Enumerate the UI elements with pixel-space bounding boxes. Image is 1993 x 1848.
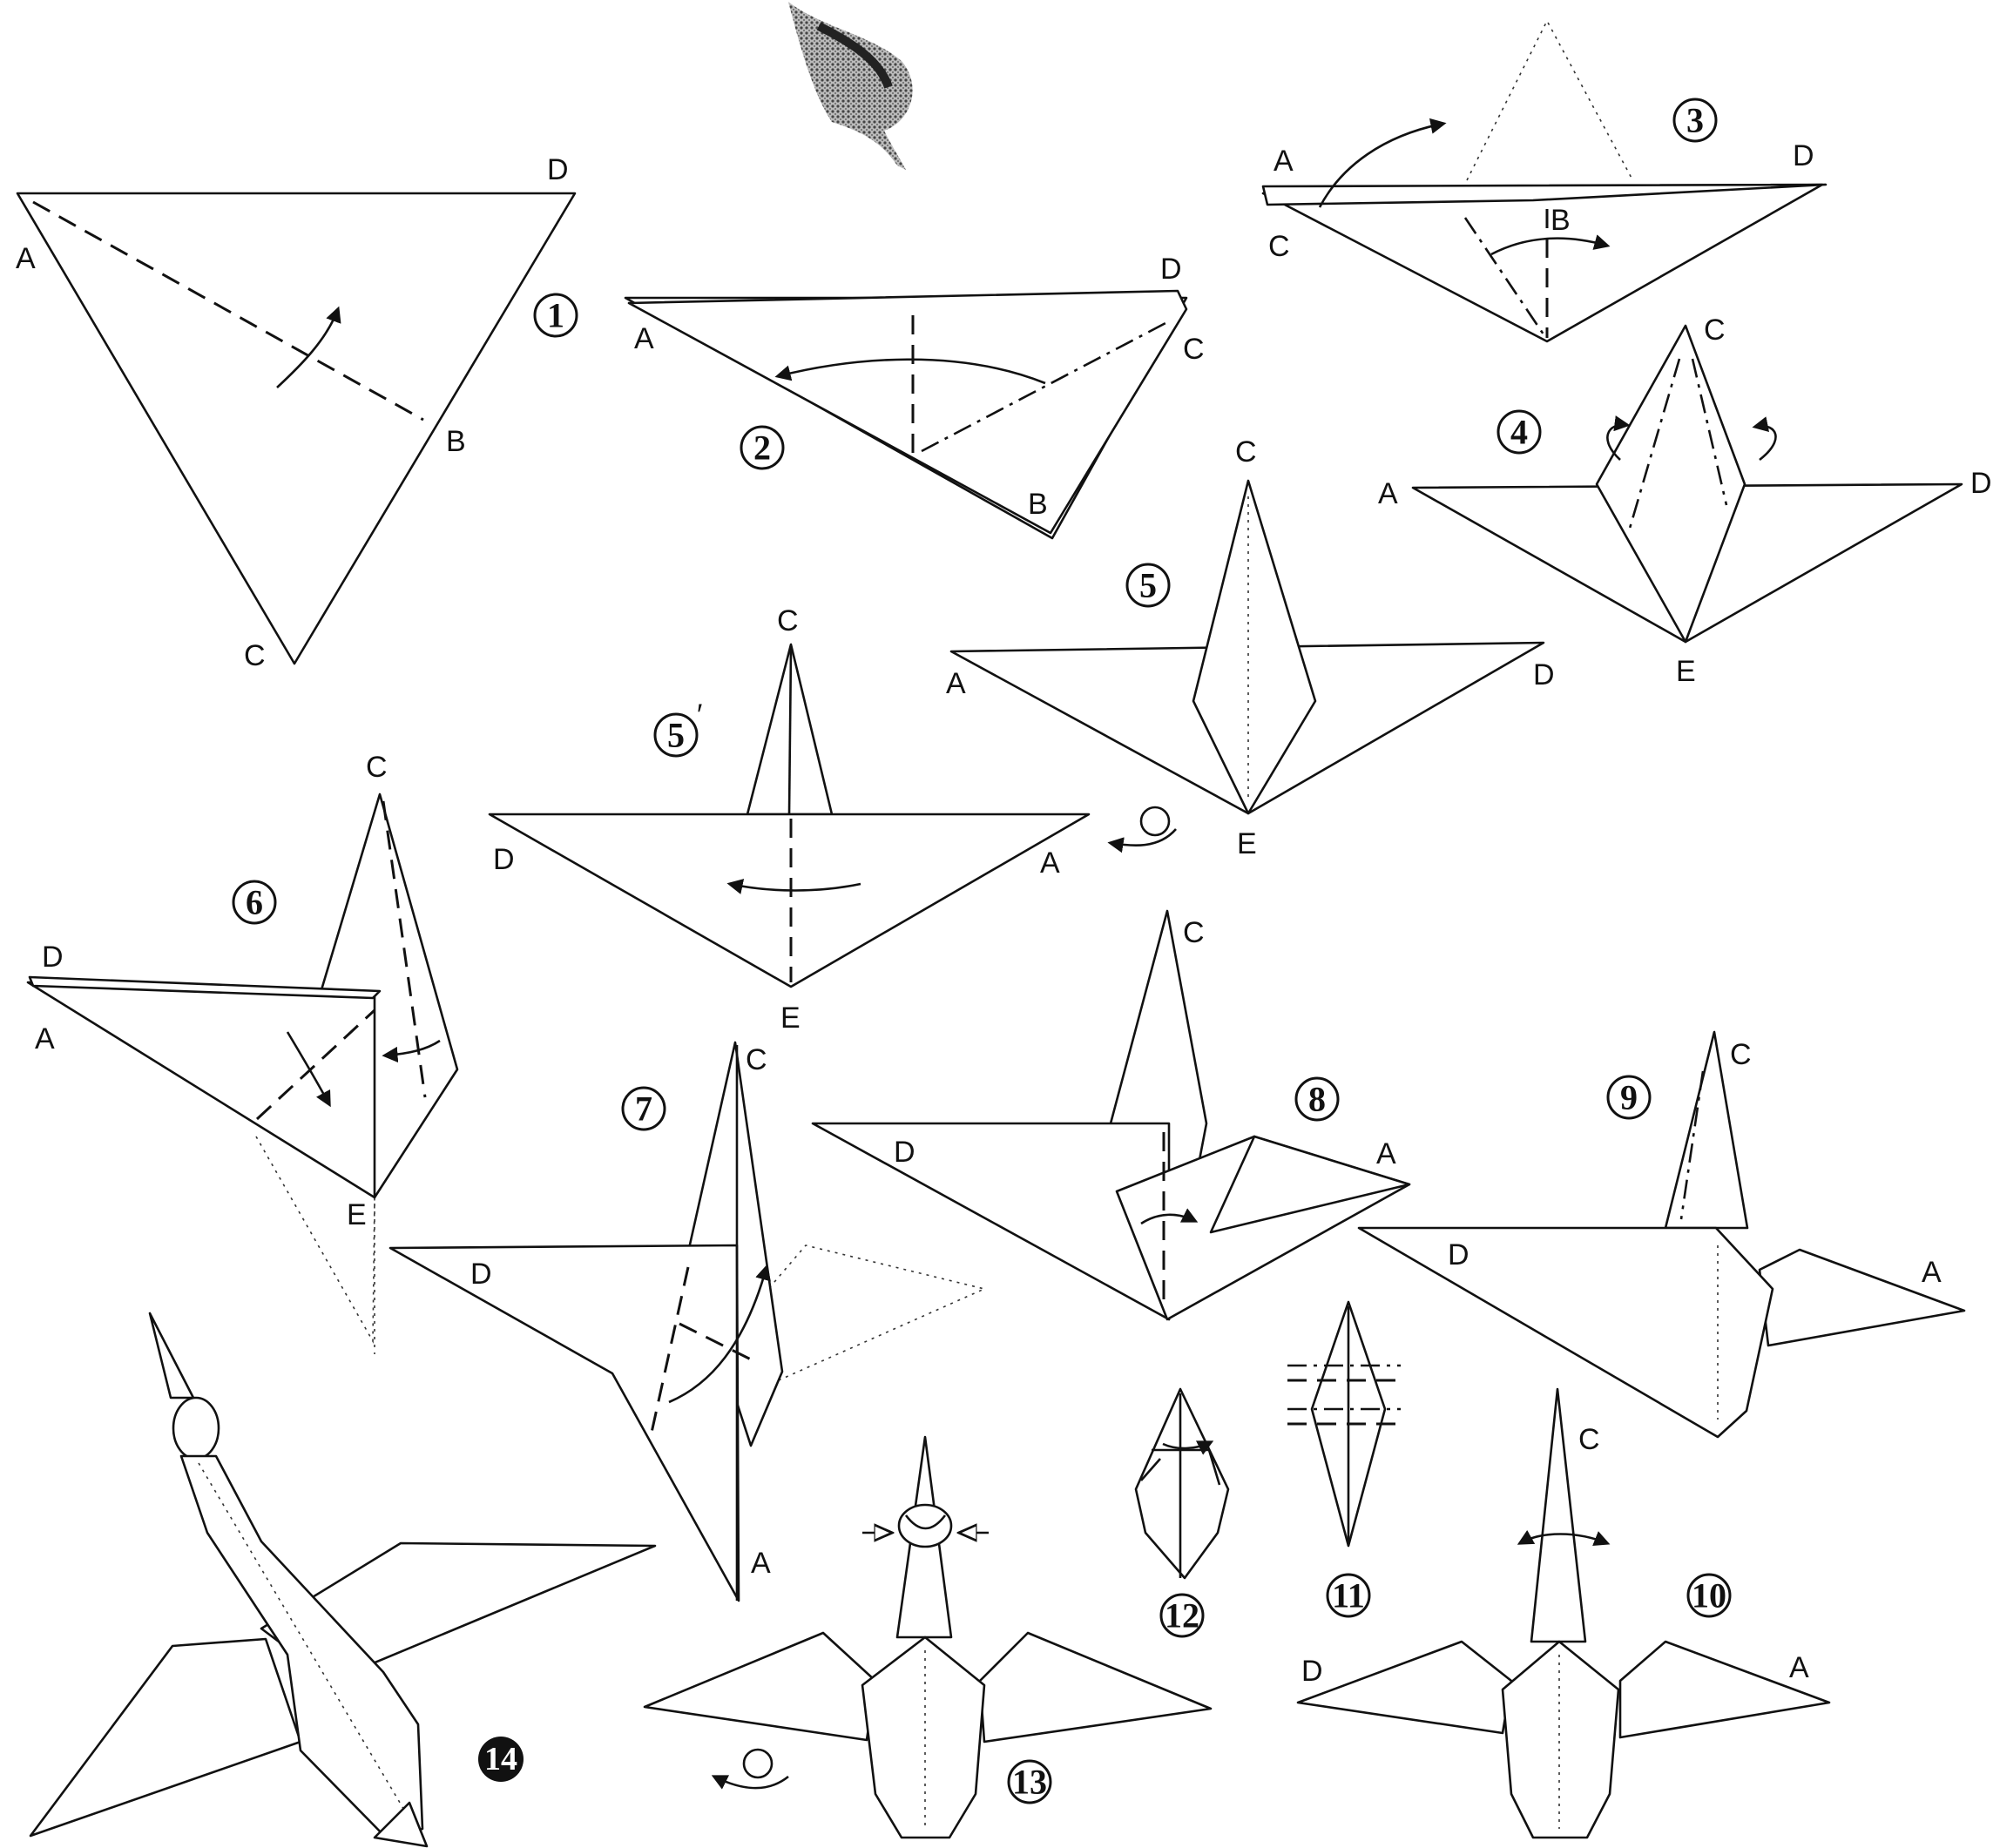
wing-left: [1298, 1642, 1511, 1733]
label-c: C: [1268, 230, 1290, 263]
body-triangle: [813, 1123, 1169, 1319]
label-b: B: [1550, 204, 1571, 237]
body: [1359, 1228, 1773, 1437]
wing-front: [30, 1639, 301, 1836]
step-12-diagram: 12: [1136, 1389, 1228, 1636]
label-d: D: [1301, 1655, 1323, 1688]
step-3-diagram: A D C B 3: [1263, 21, 1826, 341]
label-a: A: [1376, 1137, 1396, 1170]
label-d: D: [1793, 139, 1814, 172]
turn-over-icon: [1111, 807, 1176, 846]
body: [862, 1637, 984, 1838]
prime-mark: ′: [697, 698, 702, 732]
label-c: C: [244, 639, 266, 672]
step-number: 3: [1686, 101, 1704, 140]
label-d: D: [1160, 253, 1182, 286]
step-14-finished-crane: 14: [30, 1313, 655, 1846]
label-c: C: [1183, 333, 1205, 366]
label-c: C: [1235, 435, 1257, 469]
step-6-diagram: C D A E 6: [28, 751, 457, 1354]
body-triangle: [490, 814, 1089, 987]
wing-right: [980, 1633, 1211, 1742]
label-b: B: [446, 425, 466, 458]
label-c: C: [1704, 314, 1726, 347]
wing-left: [645, 1633, 875, 1740]
label-d: D: [1448, 1238, 1469, 1271]
label-a: A: [1040, 846, 1060, 880]
label-c: C: [1730, 1038, 1752, 1071]
step-number: 5: [1139, 566, 1157, 605]
label-d: D: [42, 941, 64, 974]
label-c: C: [1578, 1423, 1600, 1456]
label-e: E: [1676, 655, 1696, 688]
step-number: 10: [1692, 1576, 1726, 1615]
step-number: 14: [484, 1741, 517, 1777]
label-d: D: [1533, 658, 1555, 691]
step-number: 11: [1332, 1576, 1365, 1615]
label-d: D: [470, 1258, 492, 1291]
back-layer: [629, 291, 1186, 533]
label-c: C: [1183, 916, 1205, 949]
label-e: E: [780, 1002, 801, 1035]
square-paper-diamond: [17, 193, 575, 664]
label-a: A: [751, 1547, 771, 1580]
step-2-diagram: A D C B 2: [625, 253, 1205, 538]
unfolded-outline: [1463, 21, 1633, 187]
step-4-diagram: C A D E 4: [1378, 314, 1992, 688]
step-number: 6: [246, 883, 263, 922]
step-number: 1: [547, 296, 564, 335]
label-a: A: [1378, 477, 1398, 510]
label-d: D: [894, 1136, 915, 1169]
step-number: 9: [1620, 1078, 1638, 1117]
beak: [150, 1313, 193, 1398]
label-c: C: [366, 751, 388, 784]
step-number: 5: [667, 716, 685, 755]
label-d: D: [493, 843, 515, 876]
label-c: C: [746, 1043, 767, 1076]
label-d: D: [547, 153, 569, 186]
label-a: A: [946, 667, 966, 700]
step-9-diagram: C D A 9: [1359, 1032, 1964, 1437]
head-kite: [1136, 1389, 1228, 1578]
step-1-diagram: A D B C 1: [16, 153, 577, 672]
head-knot: [899, 1505, 951, 1547]
label-a: A: [1922, 1256, 1942, 1289]
step-number: 2: [753, 428, 771, 468]
label-d: D: [1970, 467, 1992, 500]
turn-over-icon: [714, 1750, 788, 1788]
step-10-diagram: C D A 10: [1298, 1389, 1829, 1838]
head: [173, 1398, 219, 1459]
neck: [1531, 1389, 1585, 1642]
label-e: E: [347, 1198, 367, 1231]
step-11-diagram: 11: [1287, 1302, 1401, 1616]
step-8-diagram: C D A 8: [813, 911, 1409, 1319]
body: [1503, 1642, 1618, 1838]
step-number: 4: [1510, 413, 1528, 452]
label-a: A: [16, 242, 36, 275]
label-a: A: [35, 1022, 55, 1056]
label-a: A: [1789, 1651, 1809, 1684]
step-number: 12: [1165, 1596, 1199, 1636]
label-a: A: [634, 322, 654, 355]
label-b: B: [1028, 488, 1048, 521]
label-e: E: [1237, 827, 1257, 860]
step-number: 13: [1012, 1763, 1047, 1802]
step-number: 8: [1308, 1080, 1326, 1119]
step-number: 7: [635, 1089, 652, 1129]
fold-behind-arrow-right: [1755, 426, 1776, 460]
bird-photo: [788, 2, 913, 170]
flattened-base: [1263, 185, 1822, 341]
label-a: A: [1273, 145, 1294, 178]
label-c: C: [777, 604, 799, 637]
